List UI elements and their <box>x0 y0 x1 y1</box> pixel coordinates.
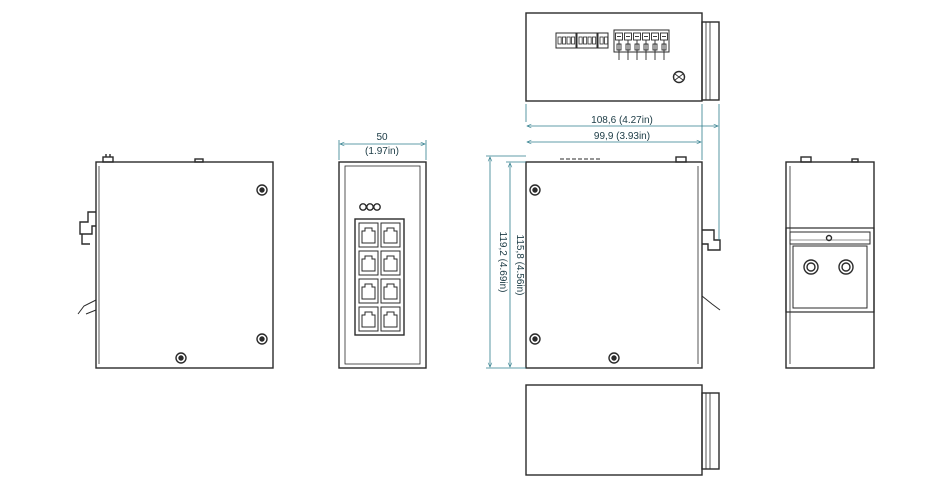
body-depth-label: 99,9 (3.93in) <box>594 131 650 142</box>
dimension-lines <box>338 104 720 369</box>
screw-icon <box>256 333 268 345</box>
rj45-port-icon <box>380 250 401 276</box>
screw-icon <box>529 184 541 196</box>
screw-icon <box>608 352 620 364</box>
mount-screw-icon <box>803 259 819 275</box>
screw-icon <box>256 184 268 196</box>
rj45-port-icon <box>358 222 379 248</box>
left-side-view <box>77 154 274 369</box>
bottom-view <box>525 384 720 476</box>
left-side-body <box>95 161 274 369</box>
left-top-terminal <box>102 156 114 163</box>
ground-screw-icon <box>672 70 686 84</box>
din-rail-clip <box>79 211 96 235</box>
body-height-label: 115,8 (4.56in) <box>514 235 525 296</box>
front-width-in: (1.97in) <box>365 146 399 157</box>
bottom-body <box>525 384 703 476</box>
top-view <box>525 12 720 102</box>
rear-view <box>785 156 875 369</box>
dip-switch <box>555 32 577 49</box>
bottom-din-rail <box>701 392 720 470</box>
ethernet-ports <box>358 222 401 332</box>
body-height-mm: 115,8 <box>514 235 525 260</box>
rear-body <box>785 161 875 369</box>
ethernet-port-block <box>354 218 405 336</box>
top-body <box>525 12 703 102</box>
rj45-port-icon <box>380 222 401 248</box>
total-height-label: 119,2 (4.69in) <box>497 232 508 293</box>
screw-icon <box>175 352 187 364</box>
front-view <box>338 161 427 369</box>
main-side-body <box>525 161 703 369</box>
total-depth-mm: 108,6 <box>591 115 616 126</box>
total-depth-label: 108,6 (4.27in) <box>591 115 653 126</box>
total-height-in: (4.69in) <box>497 259 508 293</box>
screw-icon <box>825 234 833 242</box>
top-din-rail <box>701 21 720 101</box>
main-side-view <box>525 156 721 369</box>
rj45-port-icon <box>358 278 379 304</box>
din-rail-plate <box>785 227 875 313</box>
screw-icon <box>529 333 541 345</box>
front-width-mm: 50 <box>376 132 388 143</box>
rj45-port-icon <box>380 306 401 332</box>
rj45-port-icon <box>358 306 379 332</box>
body-depth-in: (3.93in) <box>616 131 650 142</box>
power-terminal-block <box>613 29 670 53</box>
body-depth-mm: 99,9 <box>594 131 614 142</box>
rj45-port-icon <box>380 278 401 304</box>
total-height-mm: 119,2 <box>497 232 508 257</box>
rj45-port-icon <box>358 250 379 276</box>
total-depth-in: (4.27in) <box>619 115 653 126</box>
mount-screw-icon <box>838 259 854 275</box>
led-indicator <box>373 203 381 211</box>
body-height-in: (4.56in) <box>514 262 525 296</box>
din-rail-clip <box>702 229 721 251</box>
dimension-labels: 50 (1.97in) 108,6 (4.27in) 99,9 (3.93in)… <box>365 115 653 295</box>
dip-switch <box>576 32 598 49</box>
front-body <box>338 161 427 369</box>
